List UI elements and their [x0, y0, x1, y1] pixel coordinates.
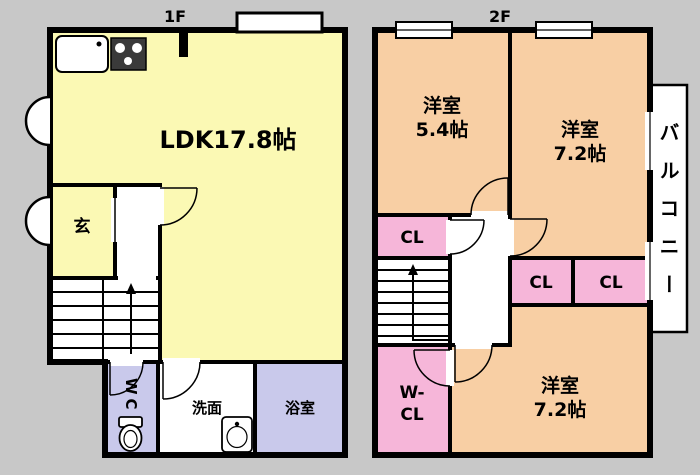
opening-hall-stairs: [118, 274, 156, 282]
burner: [132, 43, 142, 53]
room-wc-label: WC: [122, 378, 140, 414]
door-gap: [446, 350, 454, 386]
closet-3-label: CL: [599, 273, 622, 293]
door-swing-arc: [159, 187, 198, 226]
burner: [124, 57, 132, 65]
room-54-size: 5.4帖: [416, 118, 469, 141]
stairs-1f: [50, 278, 160, 362]
stairs-1f-arrow-head: [126, 283, 136, 294]
door-swing-arc: [509, 218, 548, 257]
toilet-icon: [118, 416, 143, 452]
door-wc: [109, 358, 144, 396]
outer-wall-1f: [47, 27, 348, 458]
room-wcl-label-line2: CL: [400, 405, 423, 425]
room-72-top-label: 洋室: [561, 118, 599, 141]
door-swing-arc: [162, 361, 201, 400]
washbasin-bowl: [226, 425, 248, 449]
room-72-top-size: 7.2帖: [554, 142, 607, 165]
entrance-door-arc: [24, 195, 51, 247]
door-gap: [455, 341, 492, 349]
faucet-icon: [96, 41, 102, 47]
room-senmen-label: 洗面: [192, 399, 222, 417]
door-gap: [471, 211, 508, 219]
door-room-72-bottom: [454, 341, 493, 383]
door-gap: [118, 274, 156, 282]
hall-2f: [448, 213, 512, 347]
stairs-2f-arrow-head: [408, 264, 418, 275]
door-wcl: [413, 349, 454, 387]
floor-1f-label: 1F: [164, 7, 186, 26]
room-72-bottom-size: 7.2帖: [534, 398, 587, 421]
stove-icon: [110, 37, 147, 71]
closet-2-label: CL: [529, 273, 552, 293]
kitchen-counter: [55, 35, 147, 73]
window-balcony-bottom: [645, 242, 655, 300]
kitchen-sink-icon: [55, 35, 109, 73]
room-genkan-label: 玄: [74, 216, 91, 237]
stairs-2f: [375, 264, 450, 341]
balcony: [648, 83, 689, 334]
room-wcl: [373, 343, 452, 457]
washbasin-icon: [221, 416, 253, 453]
door-swing-arc: [470, 177, 509, 216]
door-senmen: [162, 358, 201, 400]
room-72-bottom-label: 洋室: [541, 374, 579, 397]
hall-1f: [113, 183, 162, 280]
room-bath: [253, 360, 347, 457]
door-swing-arc: [413, 349, 451, 387]
door-room-54: [470, 177, 509, 219]
door-genkan-step: [111, 198, 119, 242]
room-ldk-label: LDK17.8帖: [159, 126, 296, 154]
room-54-label: 洋室: [423, 94, 461, 117]
door-gap: [506, 219, 514, 256]
door-room-72-top: [506, 218, 548, 257]
room-bath-label: 浴室: [285, 399, 315, 417]
window-balcony-top: [645, 112, 655, 170]
door-gap: [446, 220, 454, 254]
door-swing-arc: [109, 361, 144, 396]
door-hall-ldk: [156, 187, 198, 226]
door-gap: [163, 358, 200, 366]
door-gap: [110, 358, 143, 366]
bay-window-1f: [235, 11, 324, 34]
window-2f-left: [395, 21, 453, 39]
balcony-label: バルコニー: [656, 122, 680, 312]
kitchen-wall-stub: [179, 30, 188, 57]
door-closet-1: [446, 219, 485, 255]
floor-2f-label: 2F: [489, 7, 511, 26]
washbasin-faucet: [234, 421, 240, 427]
stairs-2f-arrow-line: [412, 272, 448, 341]
burner: [115, 43, 125, 53]
room-wcl-label-line1: W-: [399, 383, 424, 403]
toilet-bowl-inner: [123, 429, 138, 449]
left-window-arc: [24, 95, 51, 147]
window-2f-right: [535, 21, 593, 39]
floorplan-2f: 2F: [372, 7, 689, 458]
door-swing-arc: [454, 344, 493, 383]
stove-body: [110, 37, 147, 71]
closet-1-label: CL: [400, 228, 423, 248]
door-gap: [156, 187, 164, 225]
door-swing-arc: [449, 219, 485, 255]
floorplan-1f: 1F: [24, 7, 348, 458]
